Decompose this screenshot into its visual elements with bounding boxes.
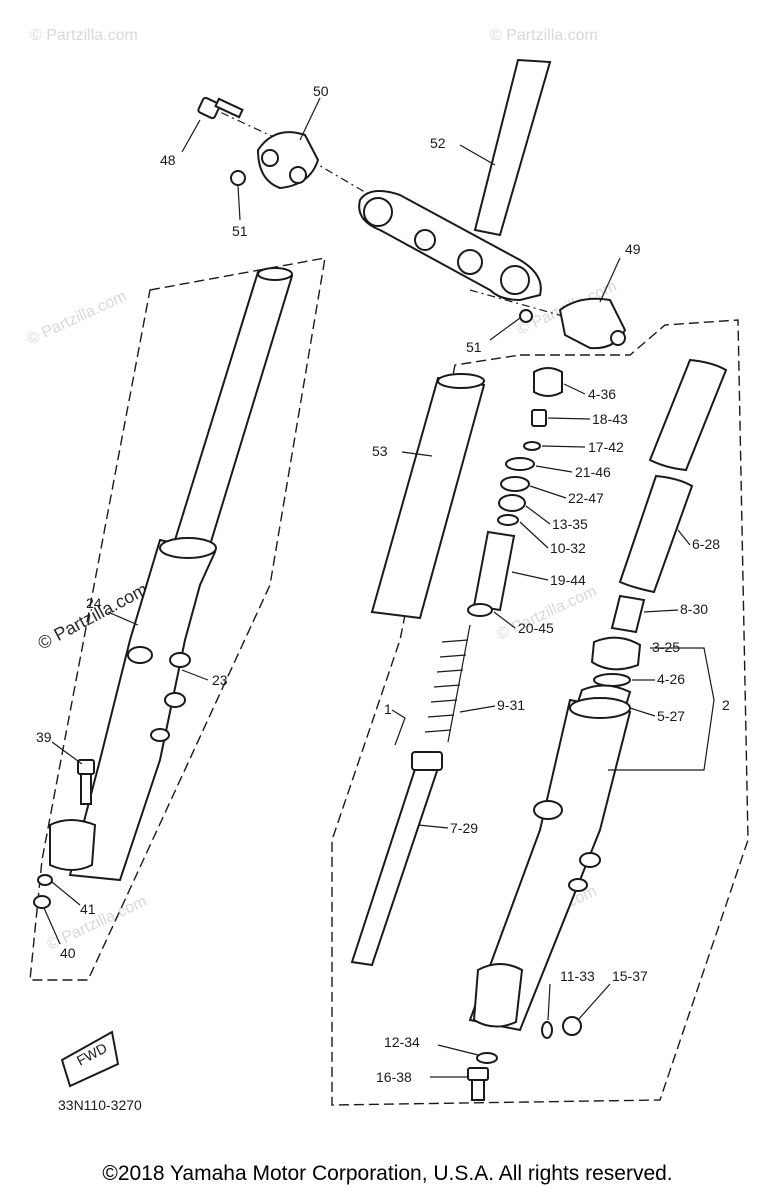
watermark: © Partzilla.com (490, 27, 598, 44)
label-1: 1 (384, 701, 392, 717)
cap-bolt-4-36 (533, 367, 563, 397)
bolt-16-38 (467, 1067, 489, 1101)
bolt-51-right (519, 309, 533, 323)
label-9-31: 9-31 (497, 697, 525, 713)
part-21-46 (505, 457, 535, 471)
holder-49 (558, 297, 627, 350)
label-2: 2 (722, 697, 730, 713)
part-13-35 (498, 494, 526, 512)
bolt-15-37 (562, 1016, 582, 1036)
part-20-45 (467, 603, 493, 617)
label-11-33: 11-33 (560, 968, 595, 984)
label-10-32: 10-32 (550, 540, 586, 556)
label-6-28: 6-28 (692, 536, 720, 552)
bolt-39 (77, 759, 95, 805)
label-40: 40 (60, 945, 76, 961)
label-50: 50 (313, 83, 329, 99)
tube-53 (370, 373, 486, 620)
label-51-right: 51 (466, 339, 482, 355)
label-20-45: 20-45 (518, 620, 554, 636)
handlebar-holder-50 (256, 131, 320, 190)
label-16-38: 16-38 (376, 1069, 412, 1085)
label-51-top: 51 (232, 223, 248, 239)
label-21-46: 21-46 (575, 464, 611, 480)
label-53: 53 (372, 443, 388, 459)
label-7-29: 7-29 (450, 820, 478, 836)
label-41: 41 (80, 901, 96, 917)
callout-labels: 50 48 51 52 49 51 53 4-36 18-43 17-42 21… (36, 83, 730, 1113)
part-10-32 (497, 514, 519, 526)
label-12-34: 12-34 (384, 1034, 420, 1050)
part-22-47 (500, 476, 530, 492)
label-17-42: 17-42 (588, 439, 624, 455)
spacer-8-30 (610, 594, 646, 634)
watermark: © Partzilla.com (30, 27, 138, 44)
bolt-51-top (230, 170, 246, 186)
leader-lines (43, 97, 715, 1078)
spacer-19-44 (472, 530, 516, 612)
clip-4-26 (593, 673, 631, 687)
inner-tube-24 (173, 267, 294, 547)
label-5-27: 5-27 (657, 708, 685, 724)
cap-40 (33, 895, 51, 909)
spring-6-28 (618, 358, 728, 594)
seal-3-25 (590, 636, 642, 671)
copyright-notice: ©2018 Yamaha Motor Corporation, U.S.A. A… (102, 1162, 673, 1185)
label-18-43: 18-43 (592, 411, 628, 427)
label-23: 23 (212, 672, 228, 688)
outer-tube-2 (468, 697, 632, 1032)
label-15-37: 15-37 (612, 968, 648, 984)
forward-arrow-icon: FWD (60, 1030, 120, 1088)
label-39: 39 (36, 729, 52, 745)
label-52: 52 (430, 135, 446, 151)
label-19-44: 19-44 (550, 572, 586, 588)
outer-tube-23 (49, 537, 217, 882)
watermark: © Partzilla.com (25, 288, 130, 349)
label-49: 49 (625, 241, 641, 257)
label-24: 24 (86, 595, 102, 611)
damper-rod-7-29 (350, 751, 443, 967)
label-13-35: 13-35 (552, 516, 588, 532)
spring-9-31 (424, 624, 471, 743)
reference-code: 33N110-3270 (58, 1097, 142, 1113)
steering-crown-52 (358, 58, 552, 302)
label-3-25: 3-25 (652, 639, 680, 655)
label-48: 48 (160, 152, 176, 168)
washer-12-34 (476, 1052, 498, 1064)
label-22-47: 22-47 (568, 490, 604, 506)
washer-11-33 (541, 1021, 553, 1039)
label-8-30: 8-30 (680, 601, 708, 617)
bolt-48 (197, 96, 244, 120)
label-4-26: 4-26 (657, 671, 685, 687)
label-4-36: 4-36 (588, 386, 616, 402)
part-18-43 (531, 409, 547, 427)
part-17-42 (523, 441, 541, 451)
washer-41 (37, 874, 53, 886)
